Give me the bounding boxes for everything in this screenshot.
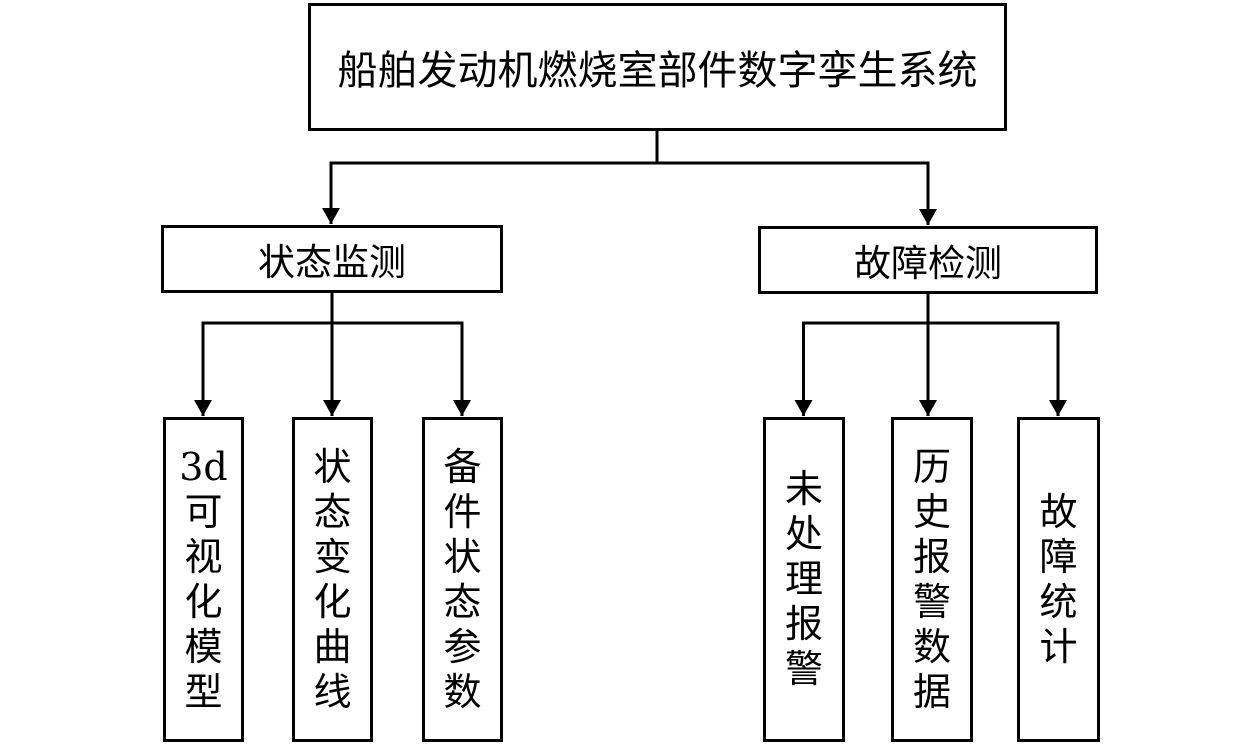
fault-detection-label: 故障检测 (854, 242, 1002, 285)
node-root-digital-twin-system: 船舶发动机燃烧室部件数字孪生系统 (308, 3, 1007, 131)
node-status-monitoring: 状态监测 (161, 225, 503, 293)
fault-statistics-label: 故障统计 (1039, 489, 1078, 669)
node-spare-part-status-params: 备件状态参数 (422, 417, 503, 742)
node-historical-alarm-data: 历史报警数据 (891, 417, 973, 742)
spare-part-status-params-label: 备件状态参数 (443, 444, 482, 714)
node-fault-statistics: 故障统计 (1017, 417, 1100, 742)
node-status-change-curve: 状态变化曲线 (292, 417, 373, 742)
historical-alarm-data-label: 历史报警数据 (912, 444, 951, 714)
node-fault-detection: 故障检测 (758, 226, 1098, 294)
unhandled-alarms-label: 未处理报警 (784, 467, 823, 691)
status-change-curve-label: 状态变化曲线 (313, 444, 352, 714)
node-unhandled-alarms: 未处理报警 (763, 417, 845, 742)
status-monitoring-label: 状态监测 (258, 241, 406, 284)
root-label: 船舶发动机燃烧室部件数字孪生系统 (337, 48, 978, 94)
